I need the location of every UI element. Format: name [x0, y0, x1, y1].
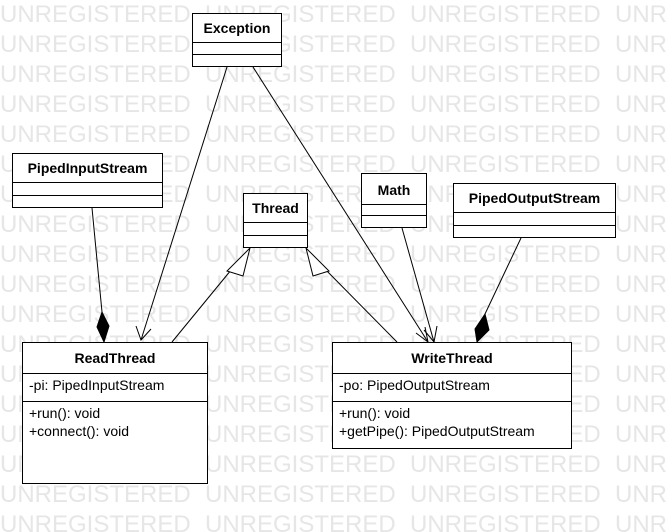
class-name: WriteThread	[411, 350, 493, 366]
class-thread[interactable]: Thread	[243, 193, 308, 248]
operation: +connect(): void	[29, 423, 129, 439]
class-name: Thread	[252, 200, 299, 216]
class-name: ReadThread	[74, 350, 156, 366]
class-piped-input-stream[interactable]: PipedInputStream	[12, 153, 163, 208]
generalization-arrowhead	[226, 246, 251, 277]
edge-math-writethread	[401, 227, 435, 343]
attribute: -po: PipedOutputStream	[339, 377, 490, 393]
operation: +run(): void	[29, 405, 101, 421]
class-name: Exception	[203, 20, 271, 36]
edge-readthread-thread	[171, 263, 237, 343]
edge-exception-readthread	[140, 66, 228, 341]
class-name: PipedInputStream	[27, 160, 148, 176]
class-read-thread[interactable]: ReadThread -pi: PipedInputStream +run():…	[22, 342, 208, 484]
composition-diamond	[96, 310, 110, 344]
attribute: -pi: PipedInputStream	[29, 377, 165, 393]
edge-exception-writethread	[252, 66, 429, 343]
edge-writethread-thread	[319, 263, 398, 343]
arrowhead-open	[135, 325, 152, 341]
operation: +getPipe(): PipedOutputStream	[339, 423, 535, 439]
class-name: Math	[377, 182, 411, 198]
operation: +run(): void	[339, 405, 411, 421]
edge-pipedoutput-writethread	[484, 237, 522, 315]
class-piped-output-stream[interactable]: PipedOutputStream	[453, 183, 616, 238]
composition-diamond	[474, 312, 490, 344]
class-math[interactable]: Math	[361, 173, 427, 228]
generalization-arrowhead	[305, 246, 330, 277]
class-exception[interactable]: Exception	[192, 13, 282, 67]
class-write-thread[interactable]: WriteThread -po: PipedOutputStream +run(…	[332, 342, 572, 449]
class-name: PipedOutputStream	[468, 190, 601, 206]
edge-pipedinput-readthread	[91, 207, 103, 313]
